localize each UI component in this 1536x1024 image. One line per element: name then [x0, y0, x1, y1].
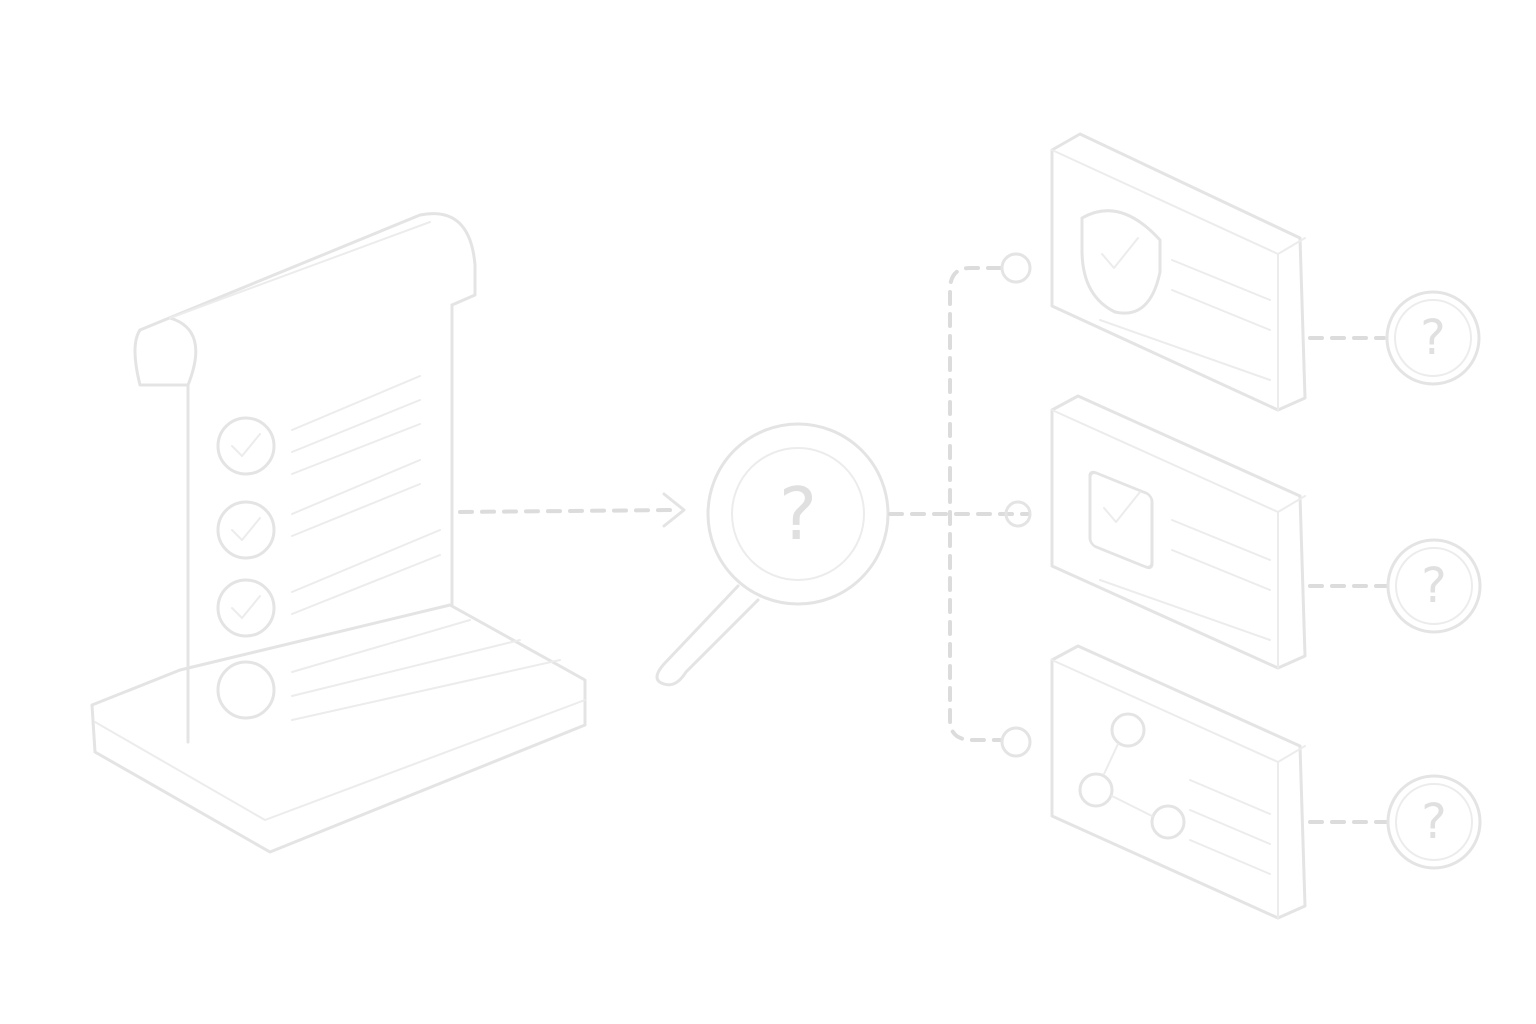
- magnifier-question-mark: ?: [779, 472, 817, 556]
- panel-1: [1050, 132, 1307, 412]
- checklist-item-1-icon: [216, 416, 276, 476]
- branch-node-middle: [1004, 500, 1032, 528]
- checklist-item-2-icon: [216, 500, 276, 560]
- question-circle-icon: [1385, 290, 1481, 386]
- branch-node-top: [1000, 252, 1032, 284]
- output-3: ?: [1308, 774, 1482, 870]
- document-check-icon: [1088, 470, 1154, 570]
- connector-arrow: [458, 492, 686, 528]
- question-circle-icon: [1386, 538, 1482, 634]
- checklist-item-4-icon: [216, 660, 276, 720]
- panel-3: [1050, 644, 1307, 920]
- output-2: ?: [1308, 538, 1482, 634]
- output-question-mark-2: ?: [1421, 558, 1446, 614]
- output-1: ?: [1308, 290, 1481, 386]
- checklist-item-3-icon: [216, 578, 276, 638]
- branch-connectors: [888, 252, 1032, 758]
- shield-check-icon: [1080, 209, 1162, 315]
- grid-nodes-icon: [1078, 712, 1186, 840]
- checklist: [216, 375, 561, 721]
- panel-2: [1050, 394, 1307, 670]
- output-question-mark-3: ?: [1421, 794, 1446, 850]
- output-question-mark-1: ?: [1420, 310, 1445, 366]
- branch-node-bottom: [1000, 726, 1032, 758]
- scroll-document-icon: [90, 212, 587, 854]
- magnifying-glass-icon: ?: [655, 422, 890, 687]
- question-circle-icon: [1386, 774, 1482, 870]
